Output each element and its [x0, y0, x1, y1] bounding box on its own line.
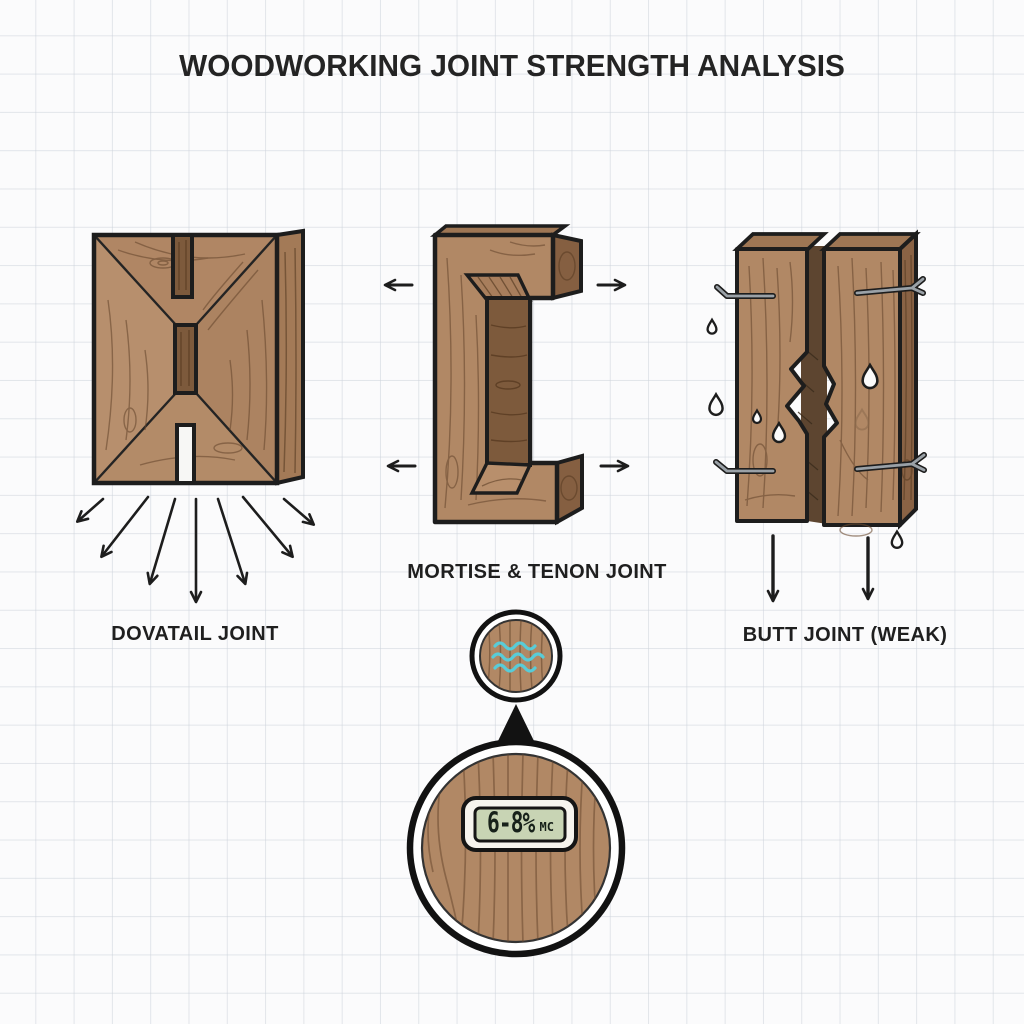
mortise-tenon-joint-label: MORTISE & TENON JOINT — [407, 561, 667, 583]
moisture-reading: 6-8% — [487, 808, 535, 840]
nail-fastener-icon — [854, 452, 927, 473]
moisture-unit: MC — [539, 820, 554, 834]
wood-grain — [837, 257, 896, 537]
wood-grain — [283, 247, 297, 474]
wood-grain — [444, 241, 547, 509]
up-pointer-triangle-icon — [498, 704, 534, 741]
page-title: WOODWORKING JOINT STRENGTH ANALYSIS — [179, 48, 845, 83]
water-drop-icon — [708, 393, 724, 417]
moisture-meter-detail — [406, 738, 626, 958]
dovetail-joint-label: DOVATAIL JOINT — [111, 623, 279, 645]
nail-fastener-icon — [714, 284, 776, 299]
radiating-force-arrows-icon — [75, 495, 316, 604]
moisture-meter-readout: 6-8% MC — [463, 798, 576, 850]
downward-load-arrows-icon — [766, 534, 875, 603]
wood-grain — [558, 251, 578, 501]
water-waves-icon — [491, 641, 545, 673]
magnified-detail-circle-icon — [469, 609, 563, 703]
nail-fastener-icon — [854, 276, 926, 296]
dovetail-joint-illustration — [91, 228, 305, 486]
nail-fastener-icon — [713, 459, 776, 474]
water-drop-icon — [890, 530, 904, 549]
mortise-tenon-joint-illustration — [429, 224, 584, 526]
water-drop-icon — [706, 318, 718, 335]
moisture-meter-display — [461, 796, 578, 852]
butt-joint-label: BUTT JOINT (WEAK) — [742, 624, 948, 646]
butt-joint-illustration — [706, 229, 927, 549]
outward-tension-arrows-icon — [383, 278, 630, 473]
